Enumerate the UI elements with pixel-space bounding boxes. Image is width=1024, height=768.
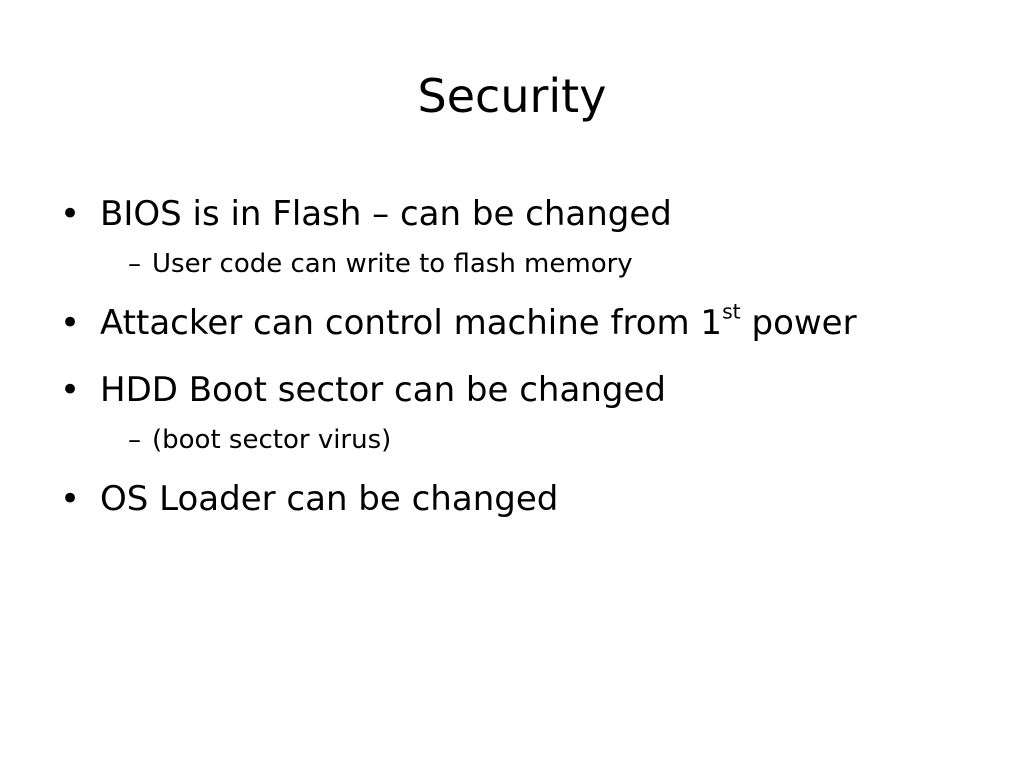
bullet-text: HDD Boot sector can be changed bbox=[100, 370, 666, 410]
bullet-marker: • bbox=[60, 303, 81, 343]
bullet-text-main: Attacker can control machine from 1 bbox=[100, 303, 723, 343]
bullet-marker: • bbox=[60, 479, 81, 519]
sub-bullet-item-boot-sector-virus: – (boot sector virus) bbox=[60, 420, 980, 460]
bullet-marker: • bbox=[60, 194, 81, 234]
bullet-text: OS Loader can be changed bbox=[100, 479, 559, 519]
sub-bullet-text: (boot sector virus) bbox=[152, 425, 392, 455]
sub-bullet-marker: – bbox=[128, 425, 141, 455]
bullet-item-attacker-control: • Attacker can control machine from 1st … bbox=[60, 295, 980, 351]
bullet-text: Attacker can control machine from 1st po… bbox=[100, 295, 857, 351]
slide-title: Security bbox=[417, 69, 607, 123]
bullet-text: BIOS is in Flash – can be changed bbox=[100, 194, 672, 234]
sub-bullet-text: User code can write to flash memory bbox=[152, 249, 633, 279]
slide-content: • BIOS is in Flash – can be changed – Us… bbox=[60, 186, 980, 527]
bullet-item-hdd-boot-sector: • HDD Boot sector can be changed bbox=[60, 362, 980, 418]
ordinal-superscript: st bbox=[722, 299, 741, 324]
sub-bullet-marker: – bbox=[128, 249, 141, 279]
bullet-item-bios-flash: • BIOS is in Flash – can be changed bbox=[60, 186, 980, 242]
sub-bullet-item-user-code: – User code can write to flash memory bbox=[60, 244, 980, 284]
bullet-item-os-loader: • OS Loader can be changed bbox=[60, 471, 980, 527]
bullet-text-tail: power bbox=[740, 303, 857, 343]
bullet-marker: • bbox=[60, 370, 81, 410]
